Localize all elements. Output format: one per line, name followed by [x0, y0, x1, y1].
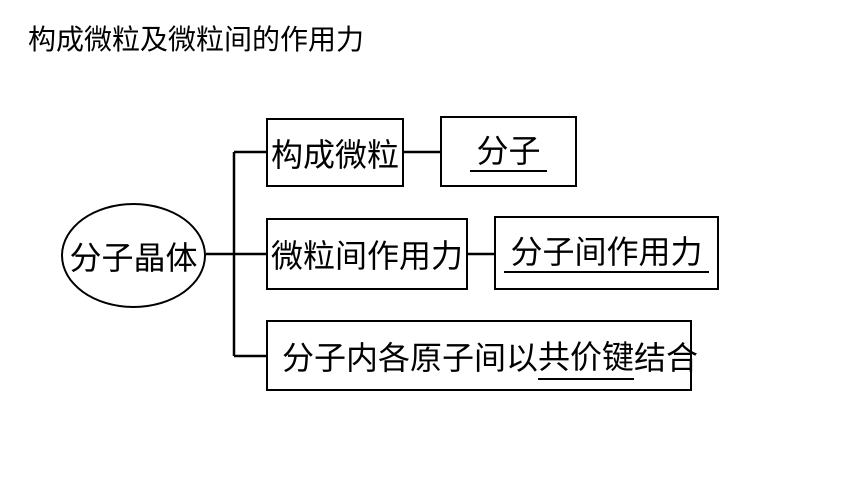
- structural-particle-label: 构成微粒: [270, 135, 399, 174]
- structural-particle-answer: 分子: [470, 132, 547, 172]
- interparticle-force-answer-box: 分子间作用力: [494, 216, 719, 290]
- interparticle-force-label: 微粒间作用力: [270, 237, 463, 275]
- intramolecular-bond-answer: 共价键: [538, 332, 635, 380]
- intramolecular-bond-box: 分子内各原子间以共价键结合: [266, 320, 698, 391]
- slide-title: 构成微粒及微粒间的作用力: [28, 23, 365, 56]
- root-node-molecular-crystal: 分子晶体: [61, 203, 206, 308]
- structural-particle-answer-box: 分子: [440, 116, 577, 187]
- structural-particle-box: 构成微粒: [266, 118, 404, 187]
- intramolecular-bond-prefix: 分子内各原子间以: [282, 338, 539, 377]
- interparticle-force-box: 微粒间作用力: [266, 218, 468, 290]
- intramolecular-bond-suffix: 结合: [634, 338, 699, 377]
- root-node-label: 分子晶体: [69, 238, 198, 277]
- interparticle-force-answer: 分子间作用力: [504, 233, 709, 273]
